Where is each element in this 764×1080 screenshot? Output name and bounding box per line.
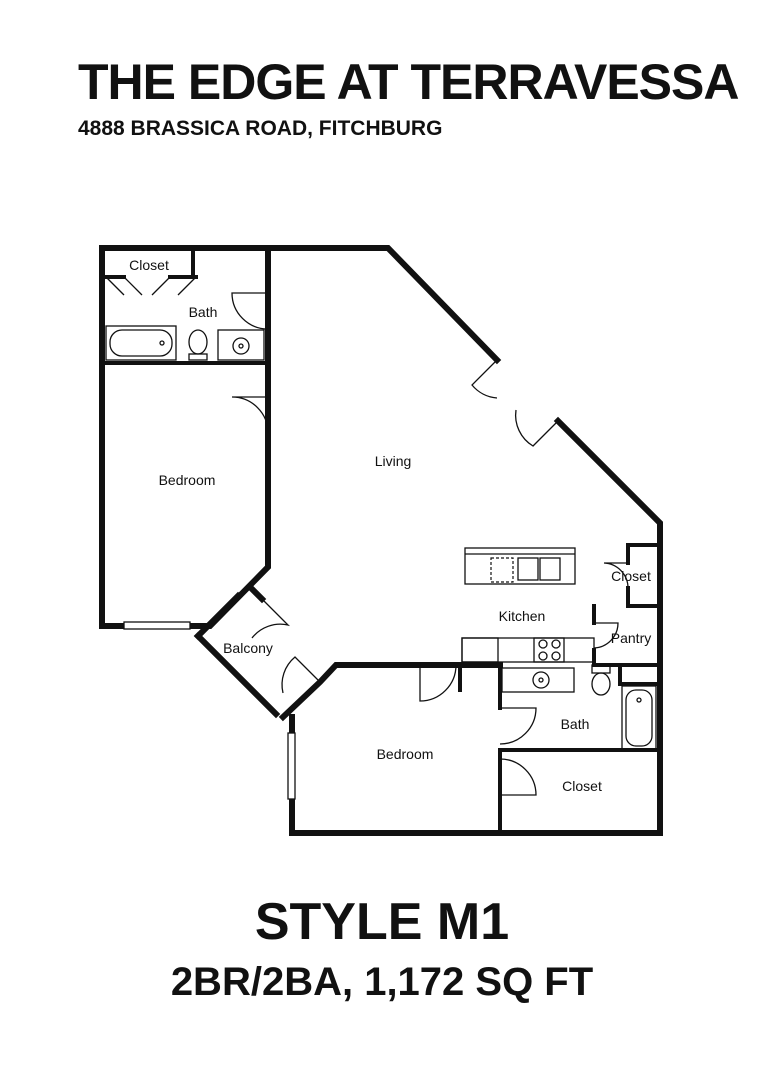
room-label-bath-2: Bath xyxy=(561,716,590,732)
room-label-balcony: Balcony xyxy=(223,640,273,656)
doors xyxy=(105,276,629,796)
room-label-bedroom-1: Bedroom xyxy=(159,472,216,488)
room-label-closet-2: Closet xyxy=(611,568,651,584)
kitchen-fixtures xyxy=(461,547,595,663)
room-label-pantry: Pantry xyxy=(611,630,651,646)
property-address: 4888 BRASSICA ROAD, FITCHBURG xyxy=(78,117,443,140)
interior-walls xyxy=(100,248,660,833)
room-label-closet-1: Closet xyxy=(129,257,169,273)
bath-1-fixtures xyxy=(105,325,265,361)
unit-style-name: STYLE M1 xyxy=(254,893,510,951)
property-name: THE EDGE AT TERRAVESSA xyxy=(78,54,739,110)
room-labels: Closet Bath Bedroom Living Kitchen Close… xyxy=(129,257,651,794)
bath-2-fixtures xyxy=(501,664,657,751)
room-label-kitchen: Kitchen xyxy=(499,608,546,624)
room-label-bedroom-2: Bedroom xyxy=(377,746,434,762)
unit-description: 2BR/2BA, 1,172 SQ FT xyxy=(170,960,594,1004)
room-label-bath-1: Bath xyxy=(189,304,218,320)
room-label-closet-3: Closet xyxy=(562,778,602,794)
room-label-living: Living xyxy=(375,453,412,469)
windows xyxy=(123,621,296,800)
